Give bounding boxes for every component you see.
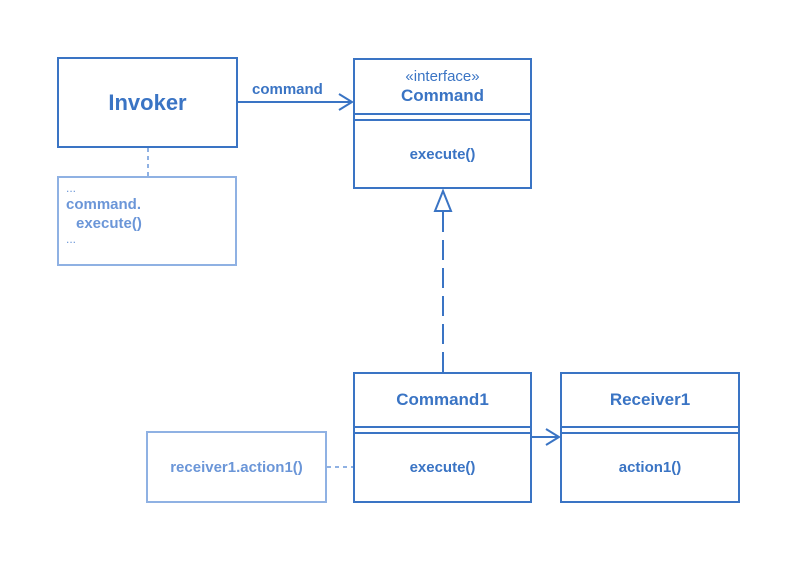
command1-class[interactable]: Command1 execute() bbox=[353, 372, 532, 503]
invoker-class[interactable]: Invoker bbox=[57, 57, 238, 148]
invoker-note[interactable]: ... command. execute() ... bbox=[57, 176, 237, 266]
receiver1-header: Receiver1 bbox=[562, 374, 738, 426]
invoker-note-ellipsis-top: ... bbox=[66, 181, 77, 195]
interface-stereotype: «interface» bbox=[405, 67, 480, 85]
command1-operations: execute() bbox=[355, 434, 530, 501]
invoker-class-name: Invoker bbox=[108, 89, 187, 115]
command1-name: Command1 bbox=[396, 390, 489, 409]
invoker-command-arrowhead bbox=[338, 93, 354, 111]
command1-receiver1-arrowhead bbox=[545, 428, 561, 446]
command-interface-class[interactable]: «interface» Command execute() bbox=[353, 58, 532, 189]
attributes-divider-top bbox=[355, 113, 530, 115]
command1-execute-operation: execute() bbox=[409, 459, 476, 476]
attributes-divider-top bbox=[562, 426, 738, 428]
receiver1-class[interactable]: Receiver1 action1() bbox=[560, 372, 740, 503]
receiver1-name: Receiver1 bbox=[609, 390, 691, 409]
association-label-command: command bbox=[252, 81, 323, 98]
invoker-note-code-line2: execute() bbox=[76, 215, 142, 232]
command1-note[interactable]: receiver1.action1() bbox=[146, 431, 327, 503]
invoker-note-ellipsis-bottom: ... bbox=[66, 232, 77, 246]
command-interface-header: «interface» Command bbox=[355, 60, 530, 113]
receiver1-operations: action1() bbox=[562, 434, 738, 501]
command1-note-code: receiver1.action1() bbox=[170, 458, 303, 476]
attributes-divider-bottom bbox=[562, 432, 738, 434]
realization-triangle bbox=[433, 188, 453, 212]
command-interface-operations: execute() bbox=[355, 121, 530, 187]
receiver1-action1-operation: action1() bbox=[618, 459, 682, 476]
command-interface-name: Command bbox=[400, 85, 485, 105]
command-execute-operation: execute() bbox=[409, 145, 476, 163]
command1-header: Command1 bbox=[355, 374, 530, 426]
attributes-divider-bottom bbox=[355, 432, 530, 434]
attributes-divider-bottom bbox=[355, 119, 530, 121]
invoker-note-code-line1: command. bbox=[66, 196, 142, 213]
attributes-divider-top bbox=[355, 426, 530, 428]
